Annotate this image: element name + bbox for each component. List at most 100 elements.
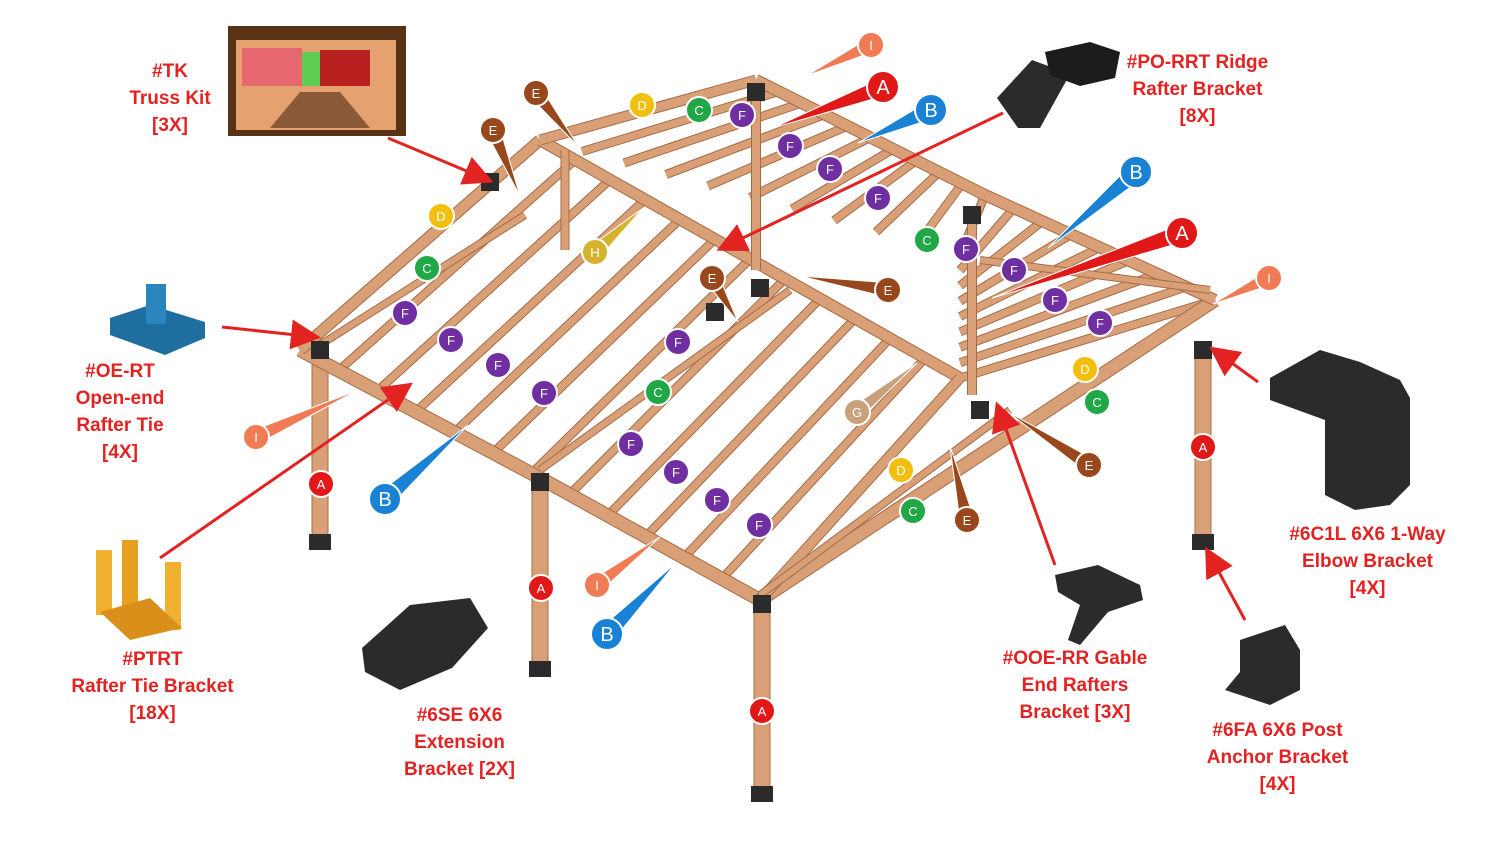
callout-circle [590, 617, 624, 651]
callout-circle [698, 264, 726, 292]
part-label-line: Elbow Bracket [1302, 551, 1433, 572]
frame-bracket [531, 473, 549, 491]
part-label-line: #OOE-RR Gable [1002, 648, 1148, 669]
callout-letter: A [1199, 440, 1208, 455]
callout-letter: F [447, 333, 455, 348]
callout-f: F [864, 184, 892, 212]
pointer-arrow [992, 401, 1057, 566]
callout-letter: C [653, 385, 662, 400]
callout-d: D [1071, 355, 1099, 383]
part-label-line: #6C1L 6X6 1-Way [1289, 524, 1446, 545]
part-label-line: #OE-RT [85, 361, 155, 382]
part-label-line: [3X] [152, 115, 188, 136]
callout-circle [1000, 256, 1028, 284]
frame-bracket [747, 83, 765, 101]
callout-e: E [479, 116, 521, 197]
callout-letter: F [962, 242, 970, 257]
callout-a: A [991, 216, 1199, 299]
callout-letter: F [1096, 316, 1104, 331]
part-label-line: Rafter Tie Bracket [71, 676, 234, 697]
rafter [958, 243, 1102, 321]
callout-f: F [1041, 286, 1069, 314]
callout-letter: B [1129, 162, 1142, 184]
callout-letter: F [755, 518, 763, 533]
callout-circle [857, 31, 885, 59]
callout-circle [242, 423, 270, 451]
callout-circle [899, 497, 927, 525]
callout-circle [1083, 388, 1111, 416]
callout-circle [874, 276, 902, 304]
callout-letter: F [1051, 293, 1059, 308]
callout-f: F [617, 430, 645, 458]
callout-letter: F [627, 437, 635, 452]
callout-a: A [1189, 433, 1217, 461]
rafter [603, 295, 824, 520]
part-label-line: [18X] [129, 703, 176, 724]
part-label-line: Bracket [2X] [404, 759, 515, 780]
callout-circle [1075, 451, 1103, 479]
callout-letter: F [874, 191, 882, 206]
callout-circle [522, 79, 550, 107]
rafter [706, 121, 850, 191]
part-label-6c1l: #6C1L 6X6 1-Way Elbow Bracket [4X] [1280, 521, 1455, 602]
callout-f: F [437, 326, 465, 354]
frame-bracket [706, 303, 724, 321]
callout-f: F [703, 486, 731, 514]
part-label-6se: #6SE 6X6 Extension Bracket [2X] [392, 702, 527, 783]
callout-circle [644, 378, 672, 406]
pointer-arrow [1209, 346, 1259, 384]
callout-letter: D [896, 463, 905, 478]
rafter [335, 156, 578, 375]
callout-circle [866, 70, 900, 104]
rafter [747, 133, 873, 202]
callout-circle [664, 328, 692, 356]
callout-letter: I [595, 578, 599, 593]
callout-letter: E [963, 513, 972, 528]
post-anchor-bracket-icon [1225, 625, 1300, 705]
callout-c: C [913, 226, 941, 254]
callout-circle [953, 506, 981, 534]
callout-letter: D [1080, 362, 1089, 377]
rafter [622, 98, 804, 168]
callout-letter: H [590, 245, 599, 260]
rafter [872, 168, 943, 236]
callout-circle [1041, 286, 1069, 314]
part-label-line: #PO-RRT Ridge [1126, 52, 1269, 73]
callout-i: I [583, 536, 661, 599]
callout-circle [1086, 309, 1114, 337]
part-label-line: Anchor Bracket [1206, 747, 1349, 768]
frame-bracket [751, 279, 769, 297]
callout-letter: F [674, 335, 682, 350]
post-anchor-bracket [751, 786, 773, 802]
callout-circle [843, 398, 871, 426]
rafter [789, 145, 896, 213]
callout-circle [662, 458, 690, 486]
truss-web [757, 406, 1013, 599]
callout-b: B [368, 424, 469, 516]
callout-letter: F [1010, 263, 1018, 278]
rafter [450, 216, 684, 437]
rafter [718, 355, 929, 583]
callout-circle [952, 235, 980, 263]
callout-f: F [728, 101, 756, 129]
callout-a: A [772, 70, 900, 129]
callout-d: D [427, 202, 455, 230]
callout-circle [628, 91, 656, 119]
callout-e: E [1007, 411, 1103, 479]
elbow-bracket-icon [1270, 350, 1410, 510]
pointer-arrow [1205, 546, 1247, 621]
callout-circle [864, 184, 892, 212]
callout-circle [530, 379, 558, 407]
part-label-line: #6SE 6X6 [416, 705, 503, 726]
part-label-line: #TK [152, 61, 188, 82]
callout-circle [437, 326, 465, 354]
callout-f: F [952, 235, 980, 263]
callout-letter: I [1267, 271, 1271, 286]
post-anchor-bracket [1192, 534, 1214, 550]
part-label-ooe-rr: #OOE-RR Gable End Rafters Bracket [3X] [990, 645, 1160, 726]
callout-e: E [799, 275, 902, 304]
callout-circle [1119, 155, 1153, 189]
callout-circle [914, 93, 948, 127]
